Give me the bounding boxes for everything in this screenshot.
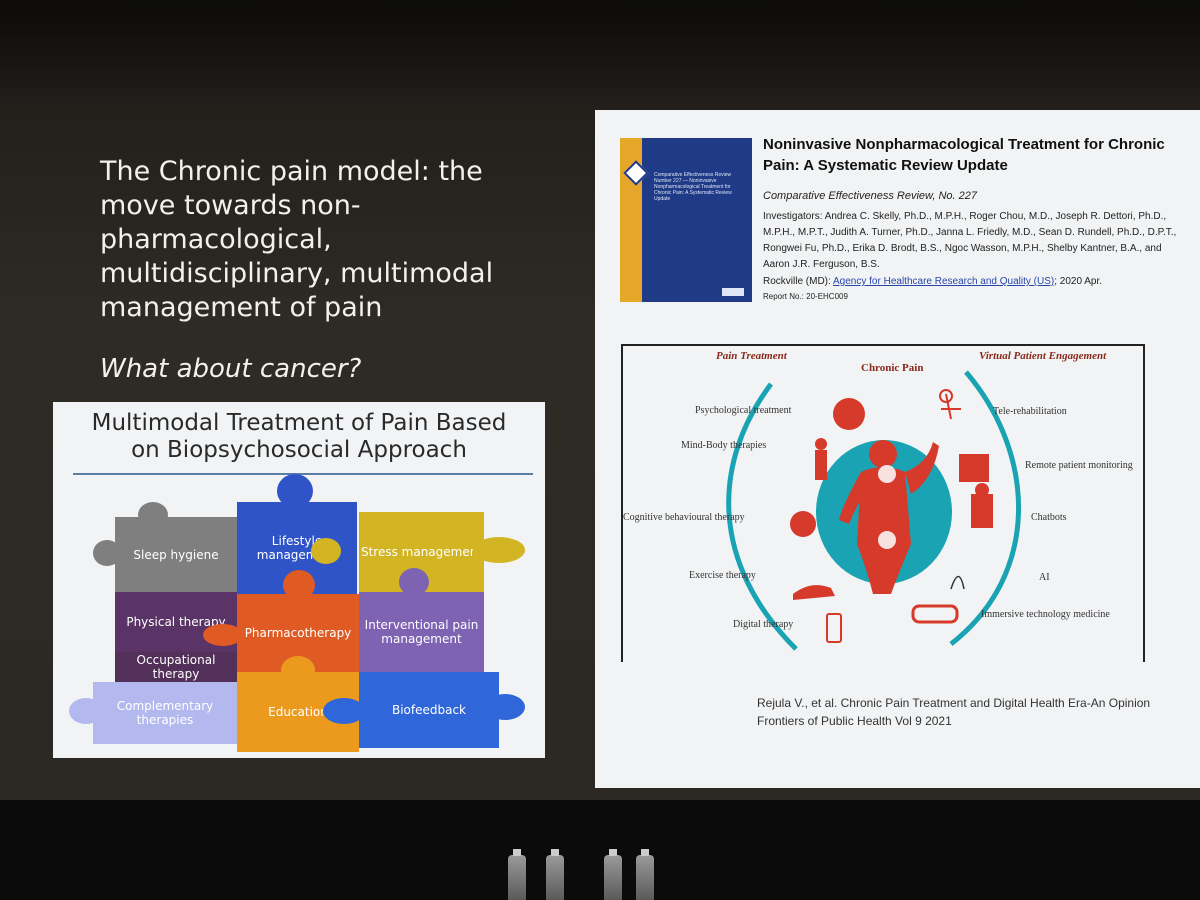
pain-point-neck [878, 465, 896, 483]
antenna-icon [941, 393, 961, 420]
ai-curve-icon [950, 575, 965, 590]
smartphone-icon [826, 613, 842, 643]
figure-item-ai: AI [1039, 572, 1050, 583]
human-figure-icon [839, 440, 939, 594]
figure-head-chronic-pain: Chronic Pain [861, 362, 924, 374]
puzzle-piece-label: Interventional pain management [364, 618, 479, 646]
figure-item-chatbots: Chatbots [1031, 512, 1067, 523]
puzzle-tab [69, 698, 103, 724]
slide-top-shade [0, 0, 1200, 110]
cover-footer-logo-icon [722, 288, 744, 296]
left-arc [726, 382, 798, 651]
meditation-figure-icon [815, 438, 827, 450]
chronic-pain-figure: Pain Treatment Chronic Pain Virtual Pati… [621, 344, 1145, 664]
puzzle-tab [283, 570, 315, 600]
puzzle-piece-complementary: Complementary therapies [93, 682, 237, 744]
cognitive-head-icon [790, 511, 816, 537]
paper-publisher: Rockville (MD): Agency for Healthcare Re… [763, 276, 1183, 287]
puzzle-piece-interventional: Interventional pain management [359, 592, 484, 672]
hospital-icon [959, 454, 989, 482]
puzzle-tab [323, 698, 365, 724]
puzzle-piece-label: Biofeedback [391, 703, 467, 717]
puzzle-title: Multimodal Treatment of Pain Based on Bi… [53, 410, 545, 464]
stage-floor [0, 800, 1200, 900]
figure-item-psychological: Psychological treatment [695, 405, 792, 416]
publisher-link[interactable]: Agency for Healthcare Research and Quali… [833, 276, 1055, 287]
puzzle-tab [311, 538, 341, 564]
puzzle-piece-label: Sleep hygiene [133, 547, 219, 562]
figure-item-mind-body: Mind-Body therapies [681, 440, 767, 451]
puzzle-piece-label: Stress management [360, 545, 483, 559]
puzzle-title-line2: on Biopsychosocial Approach [131, 437, 467, 463]
paper-title: Noninvasive Nonpharmacological Treatment… [763, 136, 1165, 174]
vr-goggles-icon [911, 604, 959, 624]
puzzle-piece-occupational: Occupational therapy [115, 652, 237, 682]
figure-frame-top [621, 344, 1145, 346]
figure-item-cbt: Cognitive behavioural therapy [623, 512, 745, 523]
report-cover-image: Comparative Effectiveness Review Number … [620, 138, 752, 302]
puzzle-tab [473, 537, 525, 563]
puzzle-tab [203, 624, 243, 646]
report-number: Report No.: 20-EHC009 [763, 292, 848, 301]
figure-item-digital: Digital therapy [733, 619, 794, 630]
paper-panel: Comparative Effectiveness Review Number … [595, 110, 1200, 788]
puzzle-piece-sleep: Sleep hygiene [115, 517, 237, 592]
puzzle-tab [485, 694, 525, 720]
puzzle-piece-label: Occupational therapy [136, 653, 216, 681]
puzzle-piece-biofeedback: Biofeedback [359, 672, 499, 748]
publisher-suffix: ; 2020 Apr. [1054, 276, 1103, 287]
cover-text: Comparative Effectiveness Review Number … [654, 172, 732, 202]
pain-point-back [878, 531, 896, 549]
puzzle-tab [93, 540, 121, 566]
puzzle-tab [277, 474, 313, 508]
puzzle-panel: Multimodal Treatment of Pain Based on Bi… [53, 402, 545, 758]
water-bottle-icon [604, 849, 622, 900]
puzzle-tab [399, 568, 429, 596]
presentation-slide: The Chronic pain model: the move towards… [0, 0, 1200, 800]
puzzle-piece-label: Complementary therapies [116, 699, 214, 727]
figure-frame-left [621, 344, 623, 662]
citation-text: Rejula V., et al. Chronic Pain Treatment… [757, 696, 1151, 728]
figure-head-pain-treatment: Pain Treatment [716, 350, 787, 362]
water-bottle-icon [546, 849, 564, 900]
paper-authors: Investigators: Andrea C. Skelly, Ph.D., … [763, 211, 1177, 270]
right-arc [949, 370, 1022, 646]
figure-graphic [726, 370, 1022, 651]
puzzle-piece-label: Education [268, 705, 328, 719]
figure-item-tele-rehab: Tele-rehabilitation [993, 406, 1067, 417]
figure-frame-right [1143, 344, 1145, 662]
slide-title: The Chronic pain model: the move towards… [100, 156, 494, 323]
figure-item-immersive: Immersive technology medicine [981, 609, 1110, 620]
figure-item-remote-monitoring: Remote patient monitoring [1025, 460, 1133, 471]
puzzle-piece-label: Pharmacotherapy [244, 626, 352, 640]
puzzle-tab [138, 502, 168, 528]
puzzle-piece-label: Physical therapy [126, 615, 226, 629]
figure-head-virtual-engagement: Virtual Patient Engagement [979, 350, 1107, 362]
slide-subtitle: What about cancer? [100, 354, 362, 384]
figure-item-exercise: Exercise therapy [689, 570, 756, 581]
water-bottle-icon [508, 849, 526, 900]
paper-series: Comparative Effectiveness Review, No. 22… [763, 190, 977, 202]
puzzle-divider [73, 473, 533, 475]
puzzle-tab [281, 656, 315, 684]
publisher-prefix: Rockville (MD): [763, 276, 834, 287]
swimmer-icon [793, 585, 835, 600]
robot-icon [971, 494, 993, 528]
water-bottle-icon [636, 849, 654, 900]
brain-icon [833, 398, 865, 430]
puzzle-title-line1: Multimodal Treatment of Pain Based [91, 410, 507, 436]
